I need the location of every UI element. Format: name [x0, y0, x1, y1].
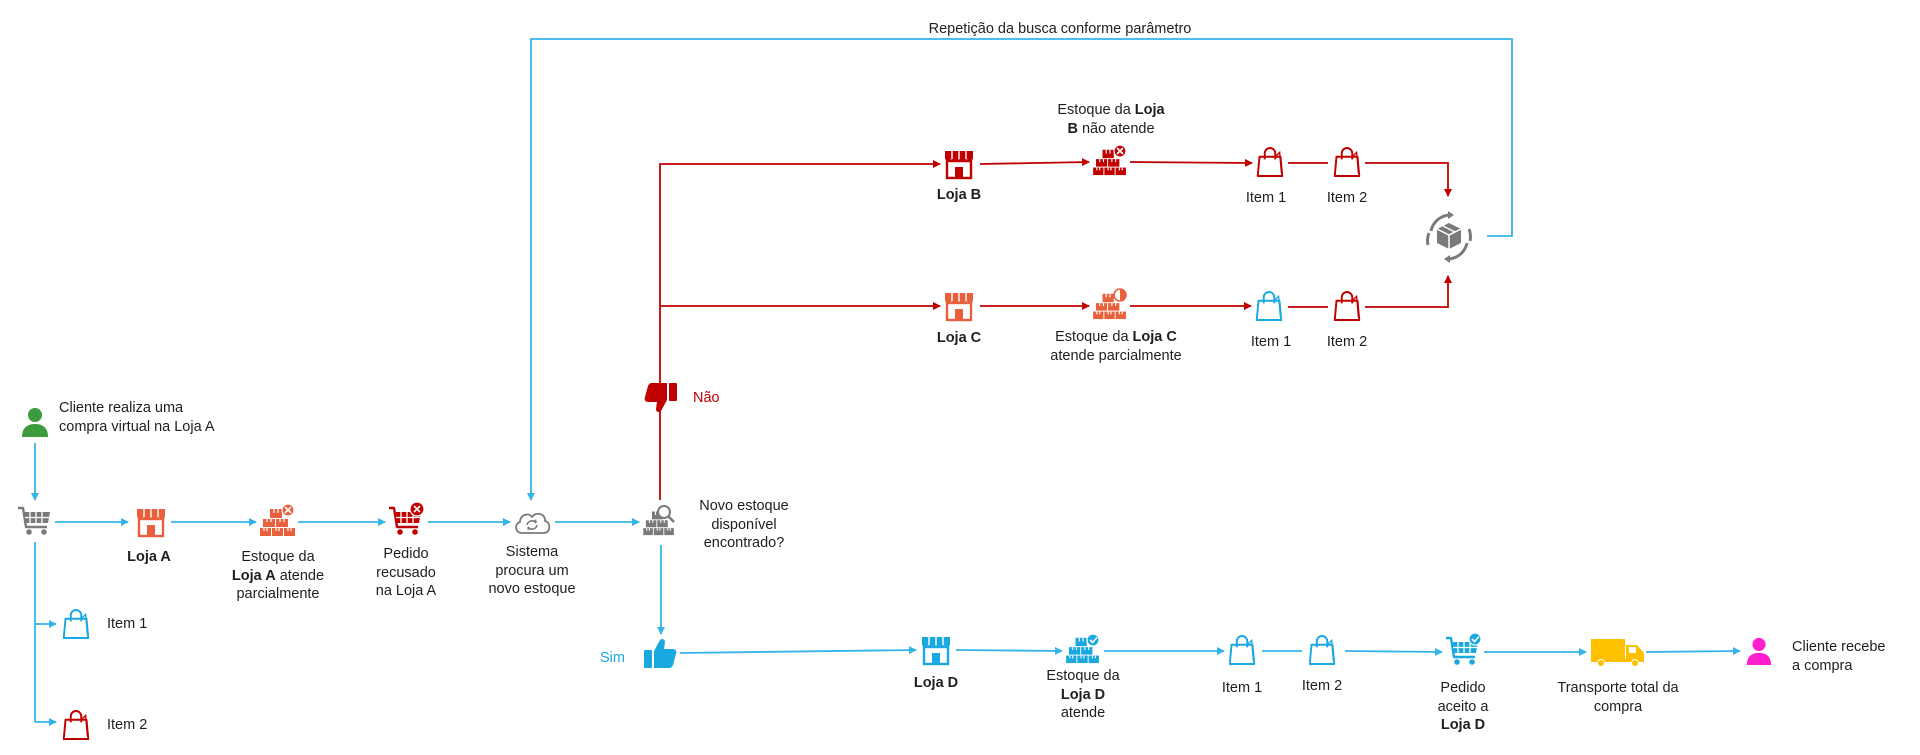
start-label: Cliente realiza uma compra virtual na Lo… [59, 399, 279, 436]
cloud-sync-icon [515, 512, 551, 534]
sistema-line-2: procura um [495, 562, 569, 579]
row-b-item-1-label: Item 1 [1245, 190, 1287, 206]
connector-loop [527, 38, 1513, 501]
row-c-item-1-label: Item 1 [1250, 334, 1292, 350]
yes-label: Sim [600, 650, 625, 666]
end-line-2: a compra [1792, 657, 1853, 674]
estoque-d-line-3: atende [1060, 705, 1106, 721]
loja-a-label: Loja A [127, 549, 171, 565]
sistema-label: Sistema procura um novo estoque [472, 543, 592, 599]
loja-b-label: Loja B [936, 187, 982, 203]
store-icon [943, 149, 975, 180]
pedido-recusado-label: Pedido recusado na Loja A [356, 545, 456, 601]
pedido-recusado-line-1: Pedido [383, 546, 429, 562]
boxes-search-icon [643, 505, 675, 536]
person-icon [1746, 637, 1772, 665]
store-icon [943, 291, 975, 322]
cart-x-icon [388, 501, 425, 536]
connector-estoque-b-to-item1 [1129, 158, 1253, 167]
estoque-a-line-2-bold: Loja A [231, 567, 276, 584]
boxes-half-icon [1093, 288, 1127, 320]
decision-line-1: Novo estoque [699, 498, 789, 514]
connector-item2-to-cart [1344, 647, 1443, 656]
pedido-aceito-line-3-bold: Loja D [1440, 717, 1486, 733]
shopping-bag-icon [1308, 634, 1336, 666]
loop-label: Repetição da busca conforme parâmetro [928, 21, 1192, 37]
no-label: Não [693, 390, 720, 406]
start-label-line-1: Cliente realiza uma [59, 400, 184, 416]
estoque-a-line-3: parcialmente [236, 586, 320, 602]
start-label-line-2: compra virtual na Loja A [59, 418, 215, 435]
estoque-b-line-1-bold: Loja [1134, 102, 1165, 118]
pedido-aceito-line-2: aceito a [1437, 698, 1489, 715]
person-icon [22, 408, 48, 437]
transporte-line-1: Transporte total da [1557, 680, 1679, 696]
boxes-x-icon [260, 503, 296, 537]
decision-line-3: encontrado? [703, 535, 785, 551]
shopping-bag-icon [1256, 146, 1284, 178]
loja-c-label: Loja C [936, 330, 982, 346]
row-d-item-2-label: Item 2 [1301, 678, 1343, 694]
estoque-b-label: Estoque da Loja B não atende [1036, 101, 1186, 138]
thumbs-up-icon [644, 638, 677, 668]
pedido-aceito-line-1: Pedido [1440, 680, 1486, 696]
estoque-c-line-2: atende parcialmente [1050, 347, 1182, 364]
estoque-a-line-1: Estoque da [241, 549, 315, 565]
end-label: Cliente recebe a compra [1792, 638, 1917, 675]
pedido-aceito-label: Pedido aceito a Loja D [1413, 679, 1513, 735]
branch-item-1-label: Item 1 [107, 616, 148, 632]
connector-c-item2-to-recycle [1365, 275, 1452, 308]
estoque-d-line-2-bold: Loja D [1060, 686, 1106, 703]
row-d-item-1-label: Item 1 [1221, 680, 1263, 696]
decision-label: Novo estoque disponível encontrado? [684, 497, 804, 553]
shopping-bag-icon [1228, 634, 1256, 666]
end-line-1: Cliente recebe [1792, 639, 1886, 655]
estoque-b-line-1: Estoque da [1057, 102, 1135, 118]
connector-loja-b-to-estoque [979, 158, 1090, 167]
shopping-bag-icon [1255, 290, 1283, 322]
estoque-c-line-1: Estoque da [1055, 329, 1133, 345]
connector-loja-d-to-estoque-d [955, 646, 1063, 655]
estoque-d-line-1: Estoque da [1046, 668, 1120, 684]
estoque-a-line-2-rest: atende [275, 567, 325, 584]
cart-icon [17, 506, 52, 536]
thumbs-down-icon [644, 383, 677, 413]
pedido-recusado-line-3: na Loja A [375, 583, 437, 599]
truck-icon [1591, 639, 1644, 667]
pedido-recusado-line-2: recusado [376, 564, 436, 581]
transporte-label: Transporte total da compra [1538, 679, 1698, 716]
connector-b-item2-to-recycle [1365, 162, 1452, 197]
connector-truck-to-end [1645, 647, 1741, 656]
estoque-a-label: Estoque da Loja A atende parcialmente [218, 548, 338, 604]
estoque-c-line-1-bold: Loja C [1132, 329, 1177, 345]
store-icon [920, 635, 952, 666]
sistema-line-1: Sistema [505, 544, 559, 560]
row-c-item-2-label: Item 2 [1326, 334, 1368, 350]
shopping-bag-icon [62, 709, 90, 741]
shopping-bag-icon [62, 608, 90, 640]
sistema-line-3: novo estoque [488, 581, 576, 597]
branch-item-2-label: Item 2 [107, 717, 148, 733]
decision-line-2: disponível [711, 516, 777, 533]
shopping-bag-icon [1333, 290, 1361, 322]
row-b-item-2-label: Item 2 [1326, 190, 1368, 206]
estoque-c-label: Estoque da Loja C atende parcialmente [1031, 328, 1201, 365]
boxes-check-icon [1066, 633, 1100, 664]
estoque-b-line-2-bold: B [1067, 120, 1078, 137]
connector-nao-up [659, 160, 941, 385]
boxes-x-icon [1093, 144, 1127, 176]
cart-check-icon [1445, 632, 1482, 666]
connector-sim-to-loja-d [679, 646, 917, 655]
store-icon [135, 507, 167, 538]
shopping-bag-icon [1333, 146, 1361, 178]
box-recycle-icon [1426, 209, 1472, 265]
estoque-d-label: Estoque da Loja D atende [1028, 667, 1138, 723]
estoque-b-line-2: não atende [1077, 120, 1155, 137]
transporte-line-2: compra [1593, 698, 1643, 715]
loja-d-label: Loja D [913, 675, 959, 691]
